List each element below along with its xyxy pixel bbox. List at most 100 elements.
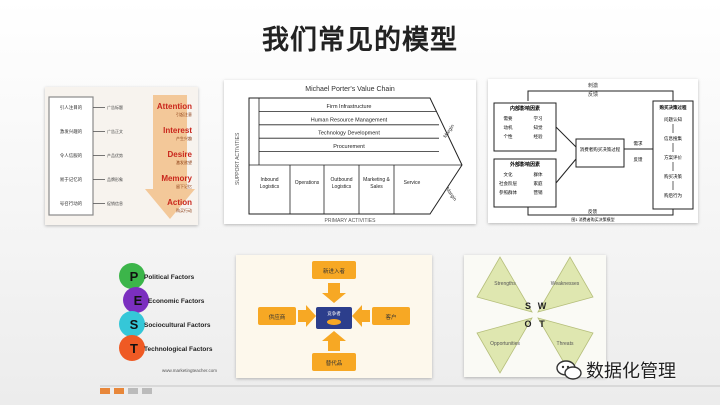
swot-letter-o: O: [524, 319, 531, 329]
aida-arrow-label: 品牌形象: [107, 176, 123, 182]
aida-left-box: 引人注目的: [60, 104, 83, 111]
force-box-bottom: [312, 353, 356, 371]
swot-quadrant-strengths: [476, 256, 533, 313]
box2-title: 外部影响因素: [510, 161, 540, 168]
mid-label-2: 反馈: [634, 156, 643, 163]
aida-arrow-label: 产品优势: [107, 152, 123, 158]
primary-col-label: Logistics: [332, 184, 352, 190]
support-row: Technology Development: [318, 131, 380, 137]
primary-col-label: Operations: [295, 180, 320, 186]
pest-factor-label: Economic Factors: [148, 298, 205, 305]
internal-factor: 经验: [534, 133, 543, 140]
wechat-icon: [556, 360, 582, 380]
watermark: 数据化管理: [556, 357, 676, 383]
aida-stage-sub: 产生兴趣: [176, 135, 192, 141]
internal-factor: 知觉: [534, 124, 543, 131]
figure-caption: 图1 消费者购买决策模型: [571, 216, 614, 222]
pest-letter: T: [130, 341, 138, 356]
five-forces-card: 新进入者 供应商 竞争者 客户 替代品: [236, 255, 432, 378]
primary-col-label: Sales: [370, 184, 383, 190]
aida-left-box: 易于记忆的: [60, 176, 83, 183]
bottom-label: 反馈: [588, 208, 597, 215]
external-factor: 社会阶层: [499, 180, 517, 187]
watermark-text: 数据化管理: [586, 361, 676, 382]
aida-arrow-label: 广告标题: [107, 104, 123, 110]
mid-label-1: 需求: [634, 140, 643, 147]
aida-funnel-arrow: [145, 95, 195, 219]
external-factor: 群体: [534, 171, 543, 178]
swot-quadrant-opportunities: [476, 317, 533, 374]
external-factor: 营销: [534, 189, 543, 196]
force-bottom-label: 替代品: [326, 359, 343, 367]
force-top-label: 新进入者: [323, 267, 346, 275]
decision-step: 购后行为: [664, 192, 682, 199]
primary-col-label: Service: [404, 180, 421, 186]
internal-factor: 需要: [504, 116, 513, 122]
swot-quadrant-weaknesses: [537, 256, 594, 313]
value-chain-diagram: Michael Porter's Value Chain SUPPORT ACT…: [235, 86, 463, 224]
pest-circle-t: [119, 335, 145, 361]
decision-model-card: 刺激 反馈 内部影响因素 需要学习动机知觉个性经验 外部影响因素 文化群体社会阶…: [488, 79, 698, 223]
pest-circle-s: [119, 311, 145, 337]
aida-stage-interest: Interest: [163, 126, 192, 135]
swot-quadrant-label: Opportunities: [490, 341, 520, 347]
force-box-top: [312, 261, 356, 279]
external-factor: 文化: [504, 171, 513, 178]
aida-arrow-label: 广告正文: [107, 128, 123, 134]
page-title: 我们常见的模型: [262, 25, 458, 56]
decision-model-diagram: 刺激 反馈 内部影响因素 需要学习动机知觉个性经验 外部影响因素 文化群体社会阶…: [493, 82, 694, 222]
top-label: 刺激: [588, 82, 598, 89]
right-title: 购买决策过程: [660, 104, 687, 111]
center-label: 消费者购买决策过程: [580, 146, 621, 153]
aida-left-box: 激发兴趣的: [60, 128, 83, 135]
aida-stage-attention: Attention: [157, 102, 192, 111]
decision-step: 购买决策: [664, 173, 682, 180]
swot-letter-s: S: [525, 301, 531, 311]
force-center-label: 竞争者: [327, 310, 341, 317]
aida-stage-sub: 留下记忆: [176, 183, 192, 189]
aida-left-box: 令人信服的: [60, 152, 83, 159]
aida-stage-sub: 购买行动: [176, 207, 192, 213]
primary-activities-label: PRIMARY ACTIVITIES: [325, 218, 377, 224]
pest-factor-label: Technological Factors: [144, 346, 213, 353]
decision-step: 问题认知: [664, 116, 682, 123]
pest-letter: E: [134, 293, 143, 308]
value-chain-card: Michael Porter's Value Chain SUPPORT ACT…: [224, 80, 476, 224]
pest-letter: P: [130, 269, 139, 284]
aida-stage-sub: 引起注意: [176, 111, 192, 117]
internal-factor: 个性: [504, 133, 513, 140]
primary-col-label: Marketing &: [363, 177, 390, 183]
pest-factor-label: Sociocultural Factors: [144, 322, 211, 329]
primary-col-label: Outbound: [331, 177, 353, 183]
force-box-right: [372, 307, 410, 325]
force-box-center: [316, 307, 352, 329]
force-box-left: [258, 307, 296, 325]
footer-dots: [100, 382, 156, 400]
aida-left-box: 号召行动的: [60, 200, 83, 207]
external-factor: 家庭: [534, 180, 543, 187]
aida-stage-action: Action: [167, 198, 192, 207]
margin-label-bottom: Margin: [444, 186, 458, 202]
pest-factor-label: Political Factors: [144, 274, 195, 281]
margin-label-top: Margin: [442, 123, 456, 139]
force-left-label: 供应商: [269, 313, 286, 321]
swot-letter-w: W: [538, 301, 547, 311]
internal-factor: 动机: [504, 124, 513, 131]
decision-step: 方案评价: [664, 154, 682, 161]
swot-quadrant-label: Strengths: [494, 281, 516, 287]
footer-line: [100, 385, 720, 387]
aida-arrow-label: 促销信息: [107, 200, 123, 206]
swot-letter-t: T: [539, 319, 545, 329]
force-right-label: 客户: [385, 313, 396, 321]
top-sub: 反馈: [588, 91, 598, 98]
pest-letter: S: [130, 317, 139, 332]
swot-quadrant-threats: [537, 317, 594, 374]
pest-circle-p: [119, 263, 145, 289]
primary-col-label: Logistics: [260, 184, 280, 190]
internal-factor: 学习: [534, 115, 543, 122]
